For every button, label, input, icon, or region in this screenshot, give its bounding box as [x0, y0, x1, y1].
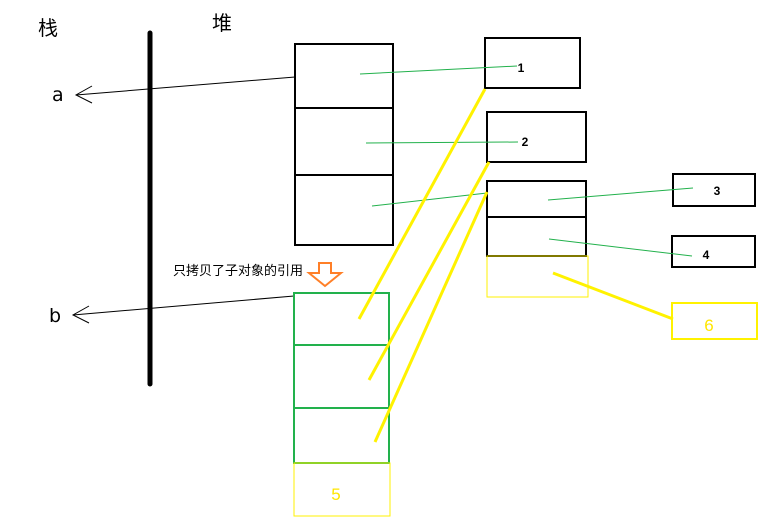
sub-object-new-cell	[486, 255, 589, 298]
green-pointers	[359, 65, 694, 257]
new-cell-5	[293, 462, 391, 517]
variable-a-label: a	[52, 84, 64, 106]
box-4-label: 4	[703, 248, 710, 262]
down-arrow-icon	[306, 262, 344, 288]
heap-label: 堆	[212, 11, 232, 35]
reference-arrow-a	[74, 76, 296, 104]
yellow-pointers	[357, 88, 674, 443]
reference-arrow-b	[71, 295, 295, 324]
variable-b-label: b	[49, 305, 61, 327]
box-1-label: 1	[518, 61, 525, 75]
box-6	[671, 302, 758, 340]
object-b-copy	[293, 292, 390, 464]
annotation-text: 只拷贝了子对象的引用	[173, 263, 303, 279]
box-3-label: 3	[714, 184, 721, 198]
value-5: 5	[331, 485, 340, 504]
box-2-label: 2	[522, 135, 529, 149]
object-a	[294, 43, 394, 246]
box-4	[671, 235, 756, 268]
stack-label: 栈	[38, 16, 58, 40]
box-1	[484, 37, 581, 89]
sub-object	[486, 180, 587, 257]
box-2	[486, 111, 587, 163]
box-6-label: 6	[704, 316, 713, 335]
